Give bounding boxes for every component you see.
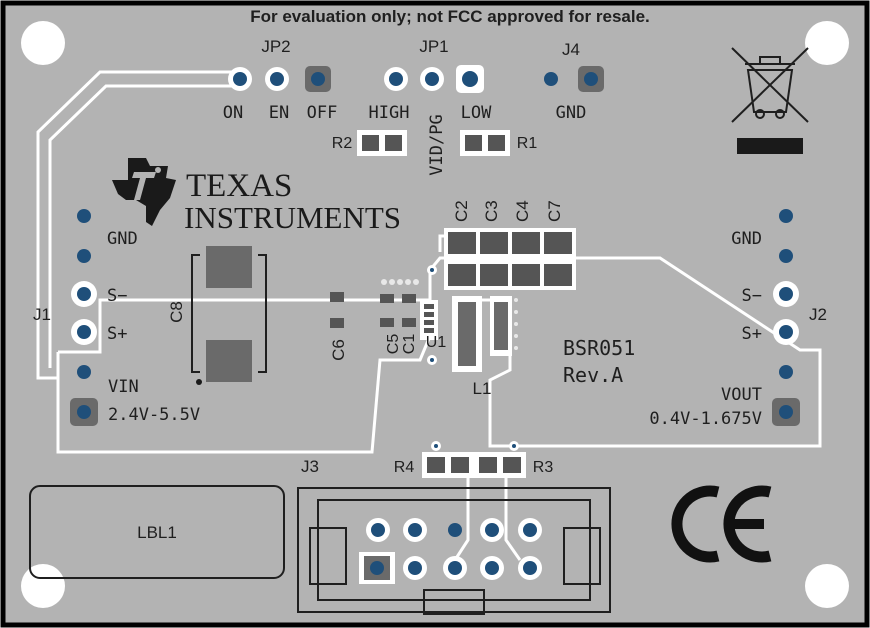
ti-logo-icon <box>112 158 176 226</box>
l1-footprint <box>452 296 518 372</box>
capacitor-pads <box>444 228 576 290</box>
ti-logo-line1: TEXAS <box>186 168 292 204</box>
j2-pin-gnd-1 <box>779 209 793 223</box>
c8-footprint <box>191 246 267 385</box>
c7-label: C7 <box>545 200 564 222</box>
j2-gnd-label: GND <box>731 229 762 249</box>
jp2-en-label: EN <box>269 103 289 123</box>
ce-mark-icon <box>671 485 772 563</box>
j4-gnd-label: GND <box>556 103 587 123</box>
c4-label: C4 <box>513 200 532 222</box>
c2-label: C2 <box>452 200 471 222</box>
c6-label: C6 <box>329 339 348 361</box>
jp2-off-label: OFF <box>307 103 338 123</box>
jp2-label: JP2 <box>261 37 290 56</box>
j1-vin-range-label: 2.4V-5.5V <box>108 405 200 425</box>
weee-bar <box>737 138 803 154</box>
j2-label: J2 <box>809 305 827 324</box>
j1-pin-gnd-1 <box>77 209 91 223</box>
r2-label: R2 <box>332 135 353 152</box>
c1-label: C1 <box>401 334 418 355</box>
c3-label: C3 <box>482 200 501 222</box>
l1-label: L1 <box>473 379 492 398</box>
j2-vout-range-label: 0.4V-1.675V <box>649 409 762 429</box>
jp1-low-label: LOW <box>461 103 492 123</box>
mounting-hole-icon <box>21 564 65 608</box>
r3-label: R3 <box>533 459 554 476</box>
mounting-hole-icon <box>805 21 849 65</box>
j1-s-plus-label: S+ <box>107 324 127 344</box>
j2-s-plus-label: S+ <box>742 324 762 344</box>
c6-pad-1 <box>330 292 344 302</box>
u1-label: U1 <box>426 334 447 351</box>
weee-bin-icon <box>731 47 809 123</box>
mounting-hole-icon <box>21 21 65 65</box>
r4-label: R4 <box>394 459 415 476</box>
j1-label: J1 <box>33 305 51 324</box>
j2-vout-label: VOUT <box>721 385 762 405</box>
lbl1-area <box>29 485 285 579</box>
j1-s-minus-label: S− <box>107 286 127 306</box>
j2-s-minus-label: S− <box>742 286 762 306</box>
j4-pin-1 <box>544 72 558 86</box>
j1-vin-label: VIN <box>108 377 139 397</box>
j3-label: J3 <box>301 457 319 476</box>
ti-logo-line2: INSTRUMENTS <box>184 200 401 235</box>
jp1-vidpg-label: VID/PG <box>427 114 447 175</box>
u1-footprint <box>380 265 438 365</box>
j1-pin-vin <box>77 365 91 379</box>
board-revision: Rev.A <box>563 363 623 387</box>
j2-pin-gnd-2 <box>779 249 793 263</box>
mounting-hole-icon <box>805 564 849 608</box>
j1-gnd-label: GND <box>107 229 138 249</box>
j3-pins <box>359 518 542 584</box>
jp1-label: JP1 <box>419 37 448 56</box>
j1-pin-gnd-2 <box>77 249 91 263</box>
lbl1-label: LBL1 <box>137 523 177 542</box>
jp1-high-label: HIGH <box>369 103 410 123</box>
r1-label: R1 <box>517 135 538 152</box>
header-note: For evaluation only; not FCC approved fo… <box>250 7 650 26</box>
c8-label: C8 <box>167 301 186 323</box>
board-name: BSR051 <box>563 336 635 360</box>
jp2-on-label: ON <box>223 103 243 123</box>
j4-label: J4 <box>562 40 580 59</box>
j3-footprint <box>297 487 611 615</box>
c5-label: C5 <box>385 334 402 355</box>
j2-pin-vout <box>779 365 793 379</box>
c6-pad-2 <box>330 318 344 328</box>
